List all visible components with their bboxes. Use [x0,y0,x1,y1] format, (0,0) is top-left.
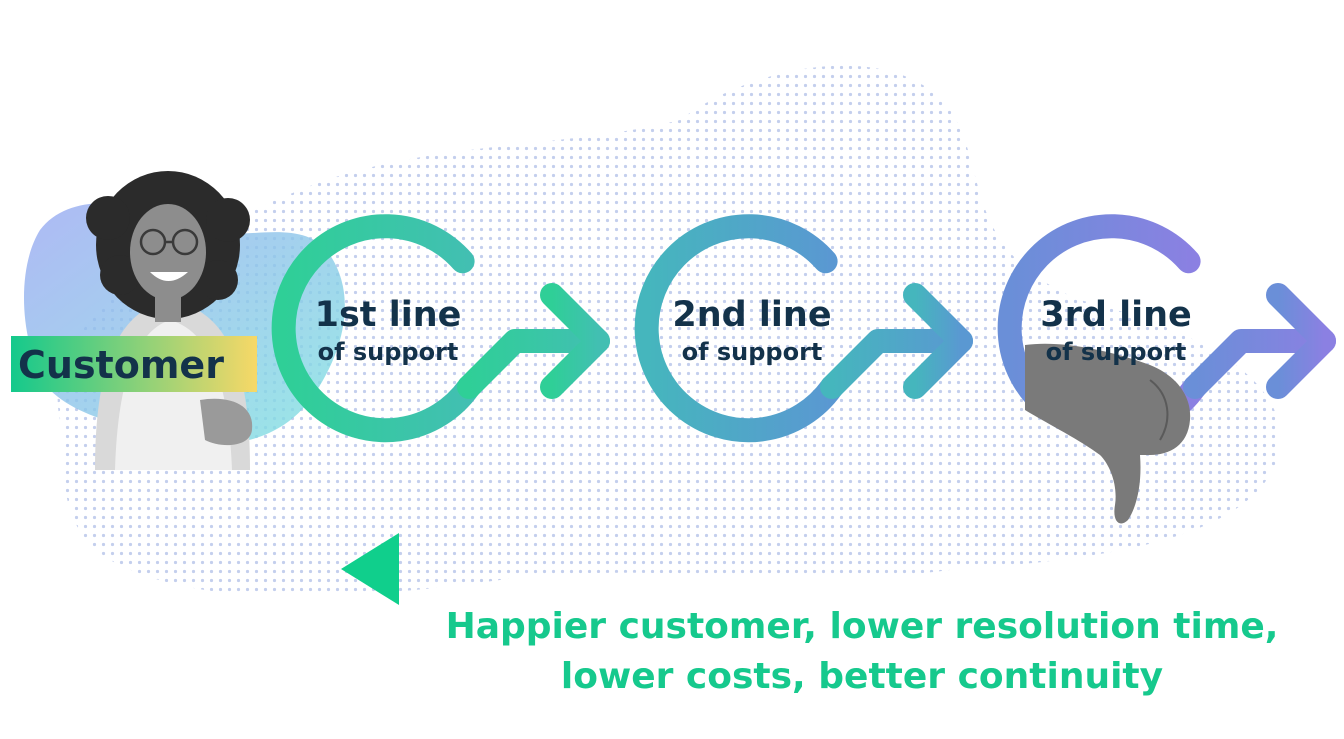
stage-2-loop [634,214,973,443]
stage-2-subtitle: of support [682,338,823,366]
stage-1-title: 1st line [315,295,462,335]
stage-3-subtitle: of support [1046,338,1187,366]
stage-1-subtitle: of support [318,338,459,366]
customer-tag: Customer [11,336,257,392]
outcome-line-1: Happier customer, lower resolution time, [446,606,1279,647]
stage-3-title: 3rd line [1040,295,1192,335]
customer-label: Customer [18,343,224,387]
dotted-background [57,65,1281,597]
outcome-line-2: lower costs, better continuity [561,656,1163,697]
thumbs-down-hand [1025,343,1191,524]
stage-1-loop [271,214,610,443]
stage-2-title: 2nd line [672,295,831,335]
outcome-arrow [341,533,1294,605]
